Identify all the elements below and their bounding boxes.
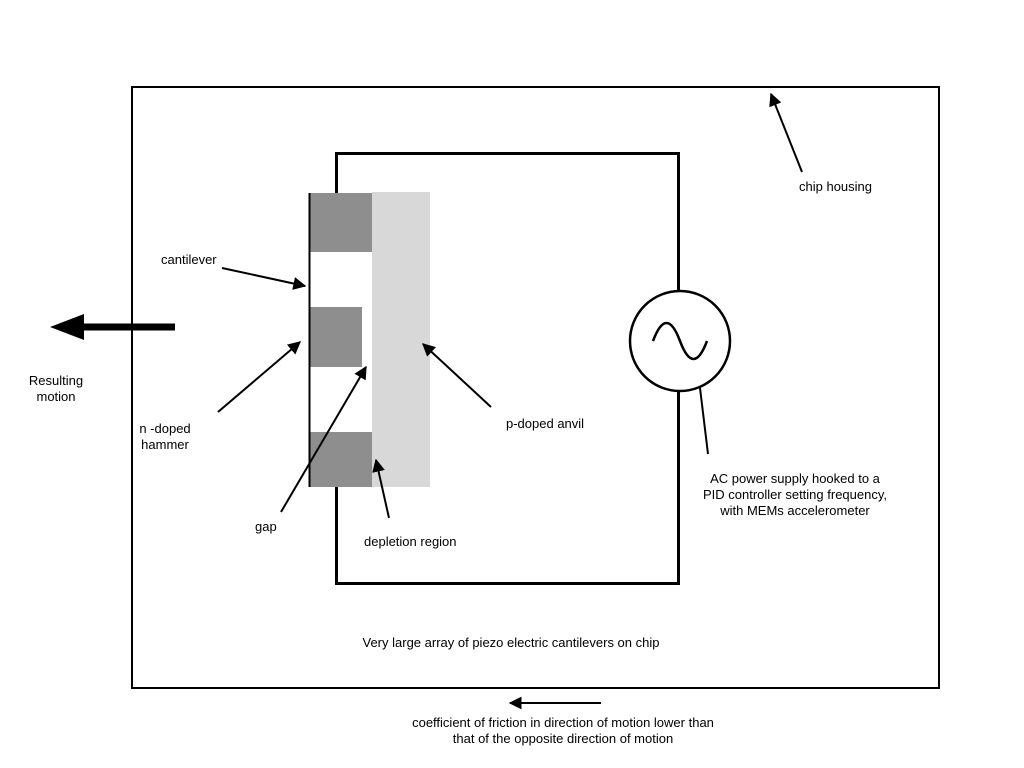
depletion-region-label: depletion region xyxy=(364,534,457,549)
gap-arrow xyxy=(280,365,367,513)
friction-footnote: coefficient of friction in direction of … xyxy=(363,715,763,747)
n-doped-hammer-line2: hammer xyxy=(141,437,189,452)
cantilever-label: cantilever xyxy=(161,252,217,267)
ac-leader-line xyxy=(699,387,709,455)
n-doped-hammer-line1: n -doped xyxy=(139,421,191,436)
ac-power-supply-label: AC power supply hooked to a PID controll… xyxy=(702,471,887,518)
hammer-block-bottom xyxy=(310,432,372,487)
resulting-motion-line2: motion xyxy=(36,389,76,404)
p-doped-anvil-label: p-doped anvil xyxy=(506,416,585,431)
depletion-region-arrow xyxy=(372,458,390,519)
resulting-motion-label: Resulting motion xyxy=(21,373,91,405)
friction-footnote-line1: coefficient of friction in direction of … xyxy=(412,715,714,730)
n-doped-hammer-label: n -doped hammer xyxy=(138,421,192,453)
n-doped-hammer-arrow xyxy=(217,341,301,413)
p-doped-anvil-rect xyxy=(372,192,430,487)
p-doped-anvil-arrow xyxy=(422,343,492,408)
gap-label: gap xyxy=(255,519,277,534)
hammer-block-middle xyxy=(310,307,362,367)
friction-footnote-line2: that of the opposite direction of motion xyxy=(452,731,674,746)
array-caption: Very large array of piezo electric canti… xyxy=(362,635,660,650)
cantilever-arrow xyxy=(221,267,307,290)
chip-housing-label: chip housing xyxy=(799,179,872,194)
resulting-motion-line1: Resulting xyxy=(28,373,84,388)
resulting-motion-arrow-head xyxy=(50,314,84,340)
chip-housing-outline xyxy=(131,86,940,689)
hammer-block-top xyxy=(310,193,372,252)
ac-sine-icon xyxy=(651,321,709,361)
chip-housing-arrow xyxy=(769,92,803,173)
